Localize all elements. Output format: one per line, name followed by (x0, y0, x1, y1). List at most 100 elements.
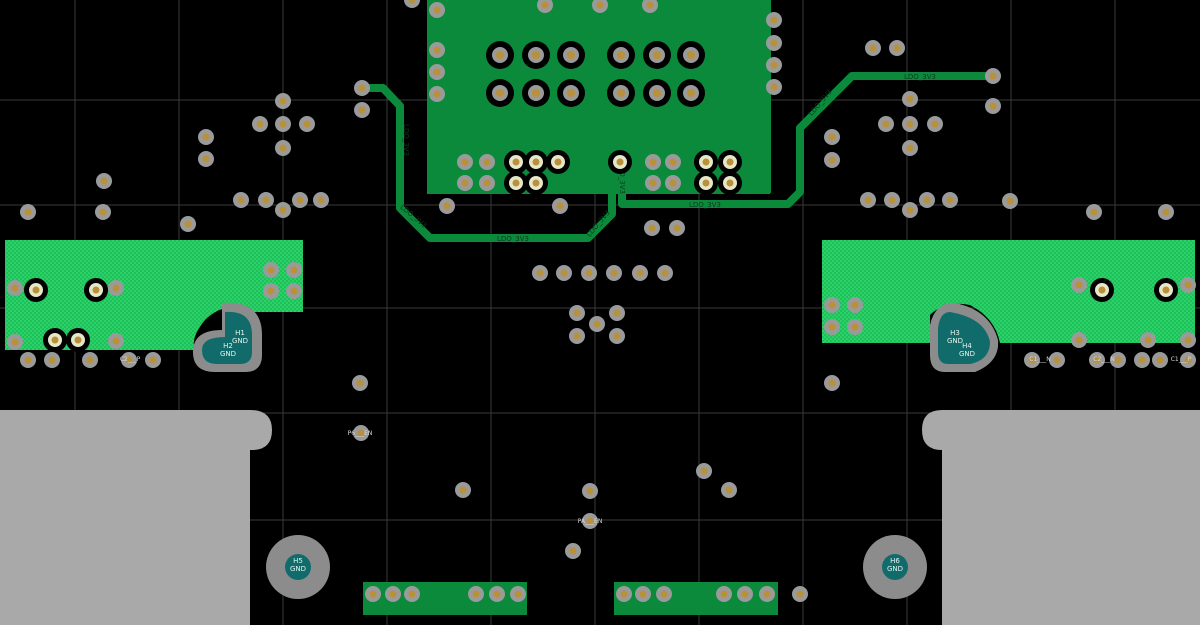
copper-pour-right[interactable] (822, 240, 1195, 343)
via-pad[interactable] (7, 334, 23, 350)
via-pad[interactable] (66, 328, 90, 352)
thermal-pad[interactable] (557, 41, 585, 69)
via-pad[interactable] (121, 352, 137, 368)
via-pad[interactable] (429, 86, 445, 102)
via-pad[interactable] (766, 12, 782, 28)
via-pad[interactable] (532, 265, 548, 281)
via-pad[interactable] (275, 202, 291, 218)
via-pad[interactable] (455, 482, 471, 498)
via-pad[interactable] (609, 328, 625, 344)
via-pad[interactable] (642, 0, 658, 13)
via-pad[interactable] (942, 192, 958, 208)
via-pad[interactable] (716, 586, 732, 602)
via-pad[interactable] (252, 116, 268, 132)
via-pad[interactable] (353, 425, 369, 441)
thermal-pad[interactable] (486, 41, 514, 69)
via-pad[interactable] (665, 154, 681, 170)
via-pad[interactable] (1180, 332, 1196, 348)
via-pad[interactable] (985, 98, 1001, 114)
via-pad[interactable] (884, 192, 900, 208)
via-pad[interactable] (766, 79, 782, 95)
via-pad[interactable] (429, 2, 445, 18)
via-pad[interactable] (20, 352, 36, 368)
via-pad[interactable] (824, 129, 840, 145)
via-pad[interactable] (1180, 352, 1196, 368)
copper-pour-left[interactable] (5, 240, 303, 350)
via-pad[interactable] (878, 116, 894, 132)
mount-hole-h3-h4[interactable] (930, 302, 999, 372)
via-pad[interactable] (569, 305, 585, 321)
via-pad[interactable] (489, 586, 505, 602)
via-pad[interactable] (510, 586, 526, 602)
via-pad[interactable] (721, 482, 737, 498)
via-pad[interactable] (504, 150, 528, 174)
via-pad[interactable] (718, 171, 742, 195)
thermal-pad[interactable] (557, 79, 585, 107)
via-pad[interactable] (145, 352, 161, 368)
via-pad[interactable] (824, 319, 840, 335)
via-pad[interactable] (263, 283, 279, 299)
via-pad[interactable] (582, 513, 598, 529)
via-pad[interactable] (479, 154, 495, 170)
thermal-pad[interactable] (607, 79, 635, 107)
via-pad[interactable] (286, 262, 302, 278)
via-pad[interactable] (108, 280, 124, 296)
via-pad[interactable] (524, 150, 548, 174)
via-pad[interactable] (589, 316, 605, 332)
via-pad[interactable] (919, 192, 935, 208)
thermal-pad[interactable] (677, 41, 705, 69)
via-pad[interactable] (95, 204, 111, 220)
via-pad[interactable] (457, 175, 473, 191)
via-pad[interactable] (1134, 352, 1150, 368)
via-pad[interactable] (286, 283, 302, 299)
via-pad[interactable] (1086, 204, 1102, 220)
via-pad[interactable] (1049, 352, 1065, 368)
via-pad[interactable] (737, 586, 753, 602)
via-pad[interactable] (1154, 278, 1178, 302)
via-pad[interactable] (96, 173, 112, 189)
via-pad[interactable] (645, 154, 661, 170)
via-pad[interactable] (24, 278, 48, 302)
via-pad[interactable] (694, 171, 718, 195)
via-pad[interactable] (644, 220, 660, 236)
via-pad[interactable] (429, 42, 445, 58)
via-pad[interactable] (546, 150, 570, 174)
via-pad[interactable] (865, 40, 881, 56)
via-pad[interactable] (565, 543, 581, 559)
via-pad[interactable] (759, 586, 775, 602)
via-pad[interactable] (616, 586, 632, 602)
via-pad[interactable] (635, 586, 651, 602)
via-pad[interactable] (7, 280, 23, 296)
via-pad[interactable] (1024, 352, 1040, 368)
via-pad[interactable] (354, 80, 370, 96)
via-pad[interactable] (656, 586, 672, 602)
via-pad[interactable] (233, 192, 249, 208)
via-pad[interactable] (258, 192, 274, 208)
via-pad[interactable] (537, 0, 553, 13)
via-pad[interactable] (1071, 277, 1087, 293)
via-pad[interactable] (860, 192, 876, 208)
trace-ldo-3v3-right[interactable] (618, 72, 997, 208)
via-pad[interactable] (766, 35, 782, 51)
thermal-pad[interactable] (486, 79, 514, 107)
via-pad[interactable] (198, 129, 214, 145)
via-pad[interactable] (889, 40, 905, 56)
thermal-pad[interactable] (677, 79, 705, 107)
via-pad[interactable] (657, 265, 673, 281)
via-pad[interactable] (902, 91, 918, 107)
via-pad[interactable] (632, 265, 648, 281)
via-pad[interactable] (669, 220, 685, 236)
thermal-pad[interactable] (643, 41, 671, 69)
via-pad[interactable] (847, 319, 863, 335)
via-pad[interactable] (429, 64, 445, 80)
via-pad[interactable] (766, 57, 782, 73)
via-pad[interactable] (365, 586, 381, 602)
via-pad[interactable] (1110, 352, 1126, 368)
via-pad[interactable] (468, 586, 484, 602)
via-pad[interactable] (43, 328, 67, 352)
thermal-pad[interactable] (522, 79, 550, 107)
via-pad[interactable] (824, 152, 840, 168)
via-pad[interactable] (20, 204, 36, 220)
via-pad[interactable] (292, 192, 308, 208)
